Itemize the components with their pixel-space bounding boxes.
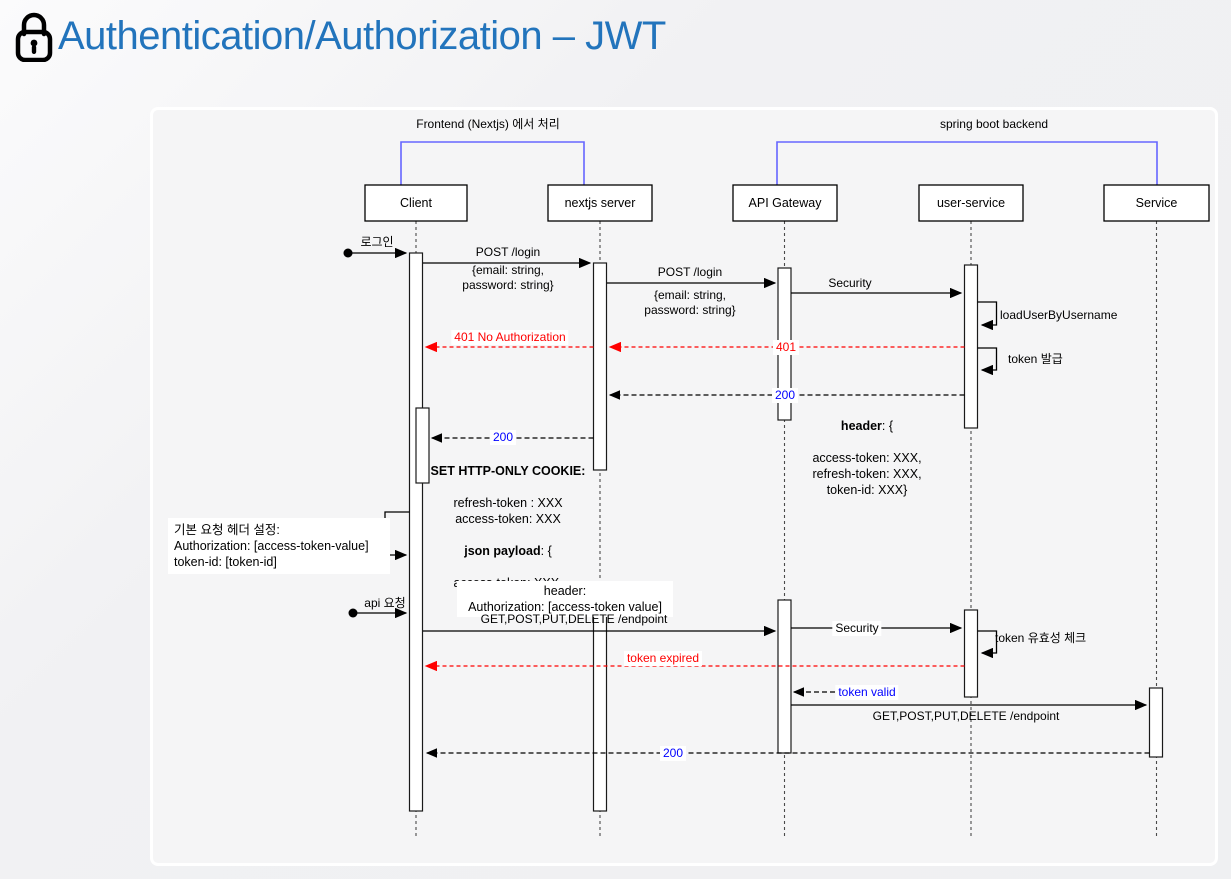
msg-token-issue: token 발급 [1008, 352, 1063, 366]
msg-status-401: 401 [772, 340, 800, 355]
selfcall-token-check [977, 630, 998, 659]
msg-load-user: loadUserByUsername [1000, 308, 1118, 322]
msg-endpoint-2: GET,POST,PUT,DELETE /endpoint [872, 709, 1060, 723]
activation-user-service-1 [963, 264, 979, 429]
actor-boxes [364, 184, 1210, 222]
activation-user-service-2 [963, 609, 979, 698]
selfcall-token-issue [977, 347, 998, 376]
selfcall-load-user [977, 301, 998, 331]
msg-login-body-1: {email: string, password: string} [462, 263, 554, 292]
page-header: Authentication/Authorization – JWT [12, 10, 666, 63]
activation-service [1148, 687, 1164, 758]
frame-brackets [400, 141, 1158, 185]
msg-login-body-2: {email: string, password: string} [644, 288, 736, 317]
diagram-panel [150, 107, 1218, 866]
activation-bars [408, 252, 1164, 812]
activation-client-nested [415, 407, 430, 484]
msg-security-1: Security [828, 276, 872, 290]
actor-api-gateway: API Gateway [748, 196, 822, 210]
call-arrows [343, 247, 1148, 711]
msg-security-2: Security [832, 621, 882, 636]
lock-icon [12, 10, 56, 63]
note-set-cookie-tokens: refresh-token : XXX access-token: XXX [453, 496, 563, 526]
msg-endpoint-1: GET,POST,PUT,DELETE /endpoint [480, 612, 668, 626]
actor-box-nextjs-server [547, 184, 653, 222]
note-header-block-lines: access-token: XXX, refresh-token: XXX, t… [812, 451, 922, 497]
actor-box-service [1103, 184, 1210, 222]
msg-token-check: token 유효성 체크 [995, 631, 1087, 645]
activation-client [408, 252, 424, 812]
frontend-frame-bracket [400, 141, 585, 185]
note-default-request-header: 기본 요청 헤더 설정: Authorization: [access-toke… [168, 518, 390, 574]
msg-401-no-authorization: 401 No Authorization [451, 330, 569, 345]
actor-user-service: user-service [936, 196, 1006, 210]
start-dot-login [343, 248, 353, 258]
msg-login-trigger: 로그인 [360, 235, 394, 249]
msg-api-call: api 요청 [364, 596, 406, 610]
note-header-block-line1: header: { [840, 419, 894, 433]
activation-gateway-2 [777, 599, 792, 754]
note-json-payload-line: json payload: { [464, 544, 552, 558]
backend-frame-label: spring boot backend [939, 117, 1049, 131]
msg-status-200-b: 200 [489, 430, 517, 445]
note-header-block: header: { access-token: XXX, refresh-tok… [812, 402, 921, 514]
start-dot-api-call [348, 608, 358, 618]
activation-nextjs-1 [592, 262, 608, 471]
actor-box-api-gateway [732, 184, 838, 222]
msg-token-valid: token valid [835, 685, 899, 700]
actor-nextjs-server: nextjs server [564, 196, 636, 210]
actor-box-client [364, 184, 468, 222]
page-title: Authentication/Authorization – JWT [58, 13, 666, 58]
msg-token-expired: token expired [623, 651, 703, 666]
msg-post-login-1: POST /login [475, 245, 541, 259]
actor-service: Service [1135, 196, 1178, 210]
frontend-frame-label: Frontend (Nextjs) 에서 처리 [416, 117, 560, 131]
backend-frame-bracket [776, 141, 1158, 185]
note-set-cookie-title: SET HTTP-ONLY COOKIE: [430, 464, 586, 478]
msg-status-200-a: 200 [771, 388, 799, 403]
msg-status-200-c: 200 [659, 746, 687, 761]
actor-box-user-service [918, 184, 1024, 222]
actor-client: Client [400, 196, 432, 210]
note-auth-header: header: Authorization: [access-token val… [457, 581, 673, 617]
msg-post-login-2: POST /login [657, 265, 723, 279]
